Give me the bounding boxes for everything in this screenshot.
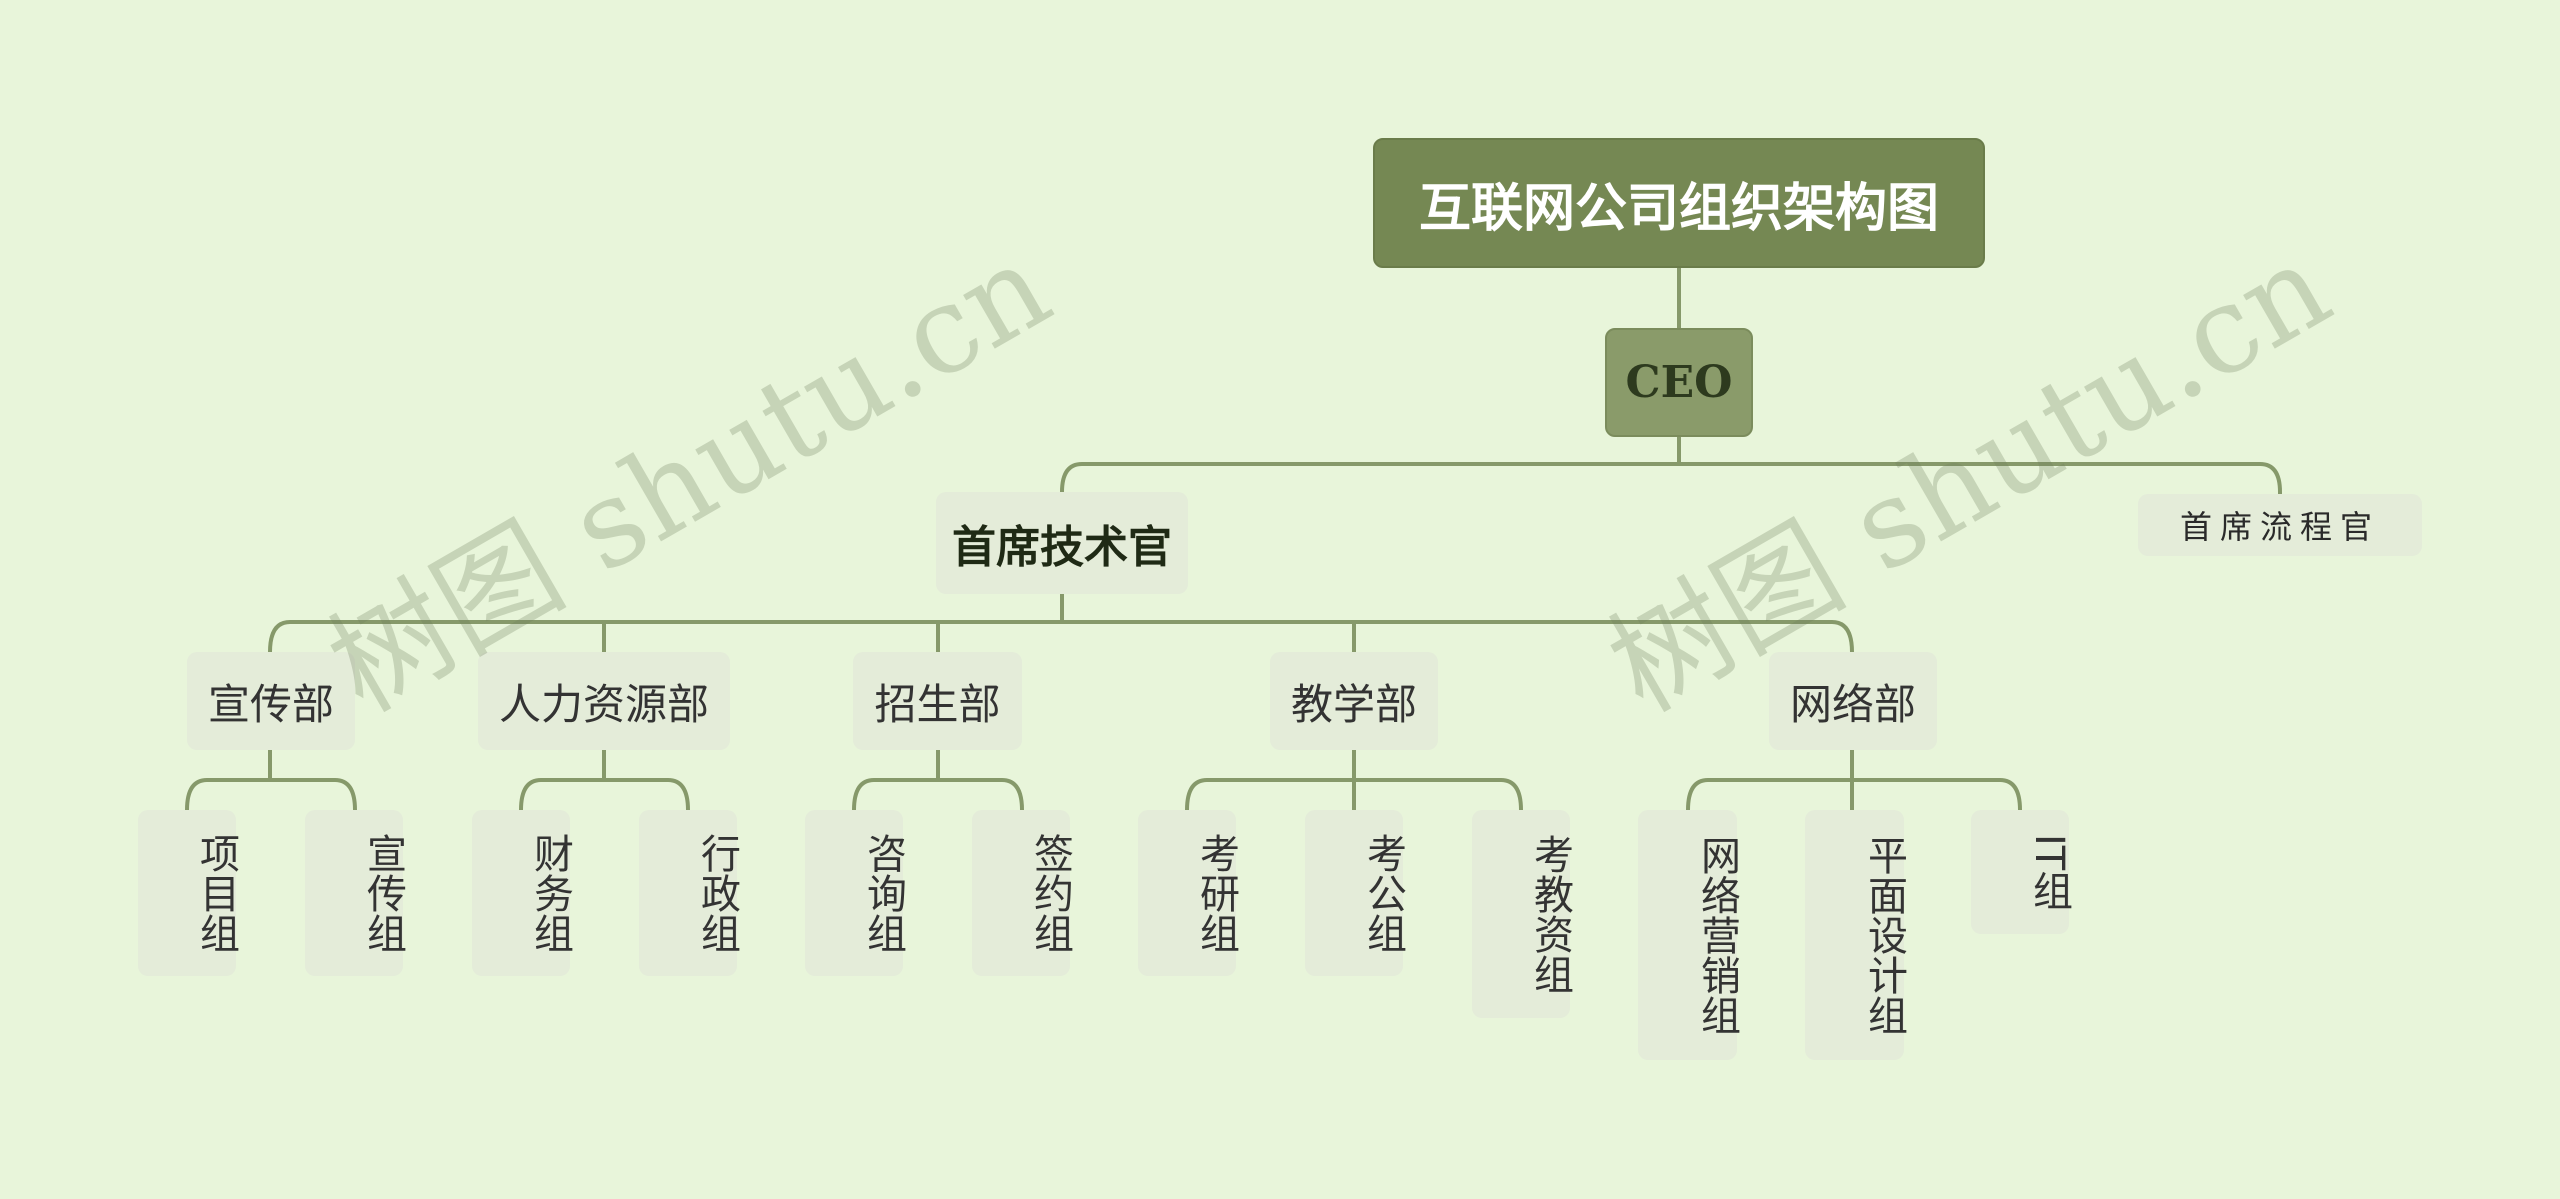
group-finance[interactable]: 财务组 <box>472 810 573 976</box>
chart-title[interactable]: 互联网公司组织架构图 <box>1373 138 1985 268</box>
department-network[interactable]: 网络部 <box>1769 652 1937 750</box>
connector-dept2-groups <box>519 750 690 811</box>
department-teaching[interactable]: 教学部 <box>1270 652 1438 750</box>
group-administration[interactable]: 行政组 <box>639 810 740 976</box>
department-admissions[interactable]: 招生部 <box>853 652 1022 750</box>
connector-dept4-groups <box>1185 750 1523 811</box>
connector-dept-bar <box>268 620 1854 653</box>
group-online-marketing[interactable]: 网络营销组 <box>1638 810 1740 1060</box>
group-graphic-design[interactable]: 平面设计组 <box>1805 810 1907 1060</box>
department-hr[interactable]: 人力资源部 <box>478 652 730 750</box>
group-project[interactable]: 项目组 <box>138 810 239 976</box>
connector-level1-bar <box>1060 462 2282 493</box>
connector-dept1-groups <box>185 750 357 811</box>
group-civil-service-exam[interactable]: 考公组 <box>1305 810 1406 976</box>
cpo-node[interactable]: 首席流程官 <box>2138 494 2422 556</box>
group-teacher-cert-exam[interactable]: 考教资组 <box>1472 810 1573 1018</box>
group-signing[interactable]: 签约组 <box>972 810 1073 976</box>
cto-node[interactable]: 首席技术官 <box>936 492 1188 594</box>
group-publicity[interactable]: 宣传组 <box>305 810 406 976</box>
connector-dept5-groups <box>1686 750 2022 811</box>
department-publicity[interactable]: 宣传部 <box>187 652 355 750</box>
group-postgrad-exam[interactable]: 考研组 <box>1138 810 1239 976</box>
group-consulting[interactable]: 咨询组 <box>805 810 906 976</box>
group-it[interactable]: IT组 <box>1971 810 2072 934</box>
ceo-node[interactable]: CEO <box>1605 328 1753 437</box>
connector-dept3-groups <box>852 750 1024 811</box>
